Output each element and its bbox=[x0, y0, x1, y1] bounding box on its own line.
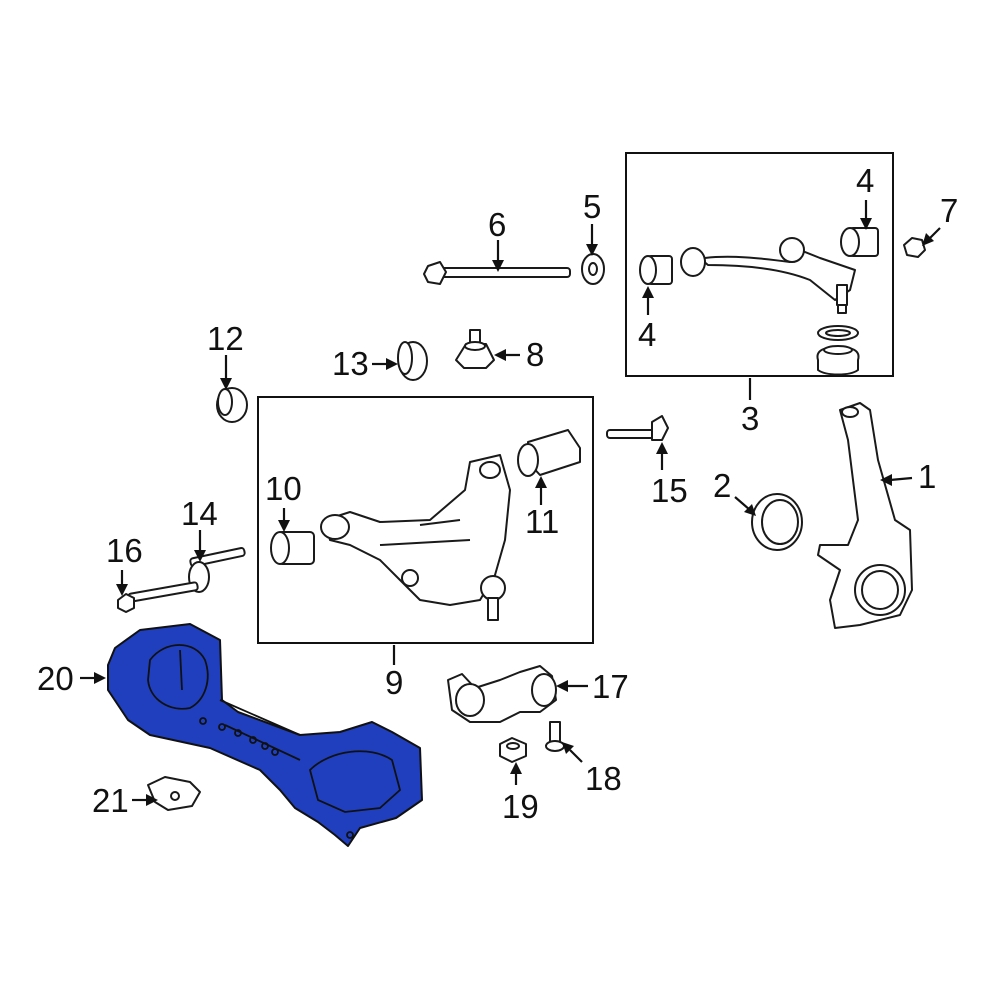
callout-9: 9 bbox=[385, 664, 403, 701]
callout-21: 21 bbox=[92, 782, 129, 819]
part-21-bracket[interactable] bbox=[147, 776, 201, 811]
upper-control-arm-group-box bbox=[625, 152, 894, 377]
part-17-bracket[interactable] bbox=[447, 665, 557, 723]
part-10-bushing[interactable] bbox=[270, 531, 315, 565]
callout-15: 15 bbox=[651, 472, 688, 509]
lower-control-arm-group-box bbox=[257, 396, 594, 644]
part-13-bushing[interactable] bbox=[397, 341, 428, 381]
part-9-lower-control-arm[interactable] bbox=[320, 454, 511, 621]
callout-18: 18 bbox=[585, 760, 622, 797]
callout-3: 3 bbox=[741, 400, 759, 437]
part-12-cam[interactable] bbox=[216, 387, 248, 423]
part-1-knuckle[interactable] bbox=[817, 402, 913, 629]
part-20-crossmember[interactable] bbox=[107, 623, 423, 847]
part-5-washer[interactable] bbox=[581, 253, 605, 285]
callout-labels: 1 2 3 4 4 5 6 7 8 9 10 11 12 13 14 15 16… bbox=[37, 162, 958, 825]
callout-19: 19 bbox=[502, 788, 539, 825]
part-3-upper-control-arm[interactable] bbox=[680, 237, 856, 314]
callout-10: 10 bbox=[265, 470, 302, 507]
callout-14: 14 bbox=[181, 495, 218, 532]
leader-lines bbox=[80, 200, 941, 806]
callout-16: 16 bbox=[106, 532, 143, 569]
part-16-bolt[interactable] bbox=[117, 581, 199, 613]
callout-17: 17 bbox=[592, 668, 629, 705]
callout-5: 5 bbox=[583, 188, 601, 225]
callout-1: 1 bbox=[918, 458, 936, 495]
callout-12: 12 bbox=[207, 320, 244, 357]
callout-20: 20 bbox=[37, 660, 74, 697]
part-7-nut[interactable] bbox=[903, 237, 926, 258]
upper-ball-joint-boot[interactable] bbox=[816, 325, 860, 376]
part-4-bushing-right[interactable] bbox=[840, 227, 879, 257]
part-6-bolt[interactable] bbox=[423, 261, 571, 285]
part-19-nut[interactable] bbox=[499, 737, 527, 763]
callout-8: 8 bbox=[526, 336, 544, 373]
callout-11: 11 bbox=[525, 503, 559, 540]
callout-13: 13 bbox=[332, 345, 369, 382]
callout-2: 2 bbox=[713, 467, 731, 504]
part-2-seal[interactable] bbox=[751, 493, 803, 551]
callout-4-lower: 4 bbox=[638, 316, 656, 353]
part-15-bolt[interactable] bbox=[606, 415, 669, 441]
part-18-bolt[interactable] bbox=[545, 721, 565, 752]
part-4-bushing-left[interactable] bbox=[639, 255, 673, 285]
callout-7: 7 bbox=[940, 192, 958, 229]
callout-6: 6 bbox=[488, 206, 506, 243]
part-8-mount[interactable] bbox=[455, 329, 495, 369]
callout-4-upper: 4 bbox=[856, 162, 874, 199]
part-11-bushing[interactable] bbox=[517, 429, 581, 477]
